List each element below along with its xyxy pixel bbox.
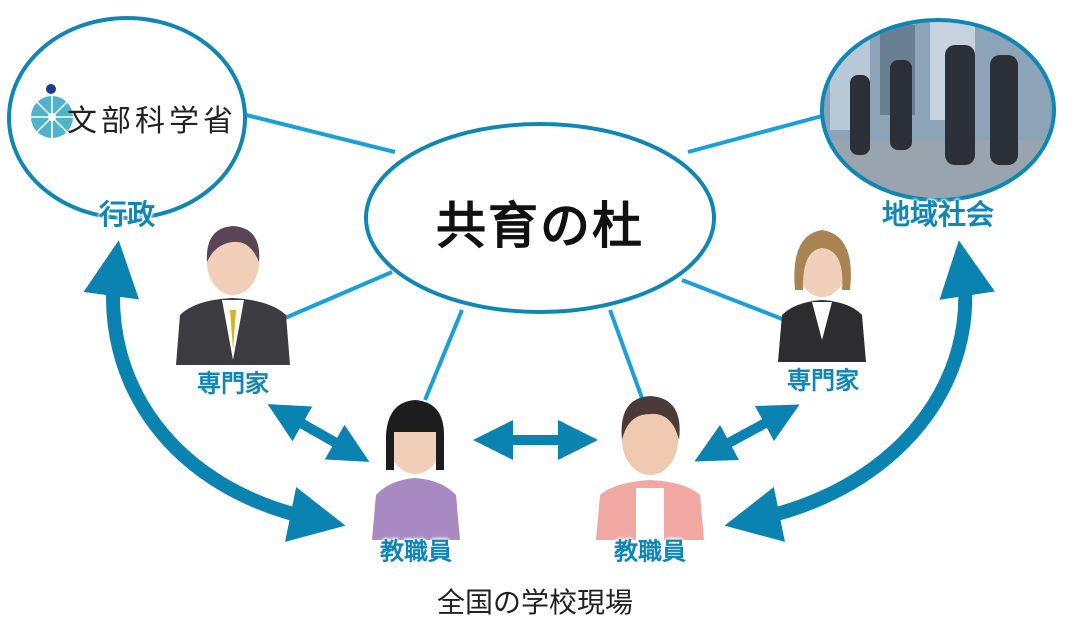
community-label: 地域社会: [881, 198, 995, 231]
government-circle: [7, 16, 247, 220]
expert-left-figure: [176, 226, 290, 365]
kyoiku-no-mori-logo: 共育の杜: [436, 197, 644, 255]
government-label: 行政: [98, 198, 156, 231]
city-street-photo: [822, 20, 1054, 200]
teacher-right-figure: [596, 396, 704, 540]
teacher-right-label: 教職員: [614, 537, 686, 566]
government-teacher-arrow: [83, 240, 346, 542]
teacher-left-figure: [372, 400, 460, 540]
mext-logo-icon: [31, 84, 73, 138]
community-teacher-arrow: [724, 240, 995, 542]
double-arrows: [267, 404, 800, 462]
mext-logo-text: 文部科学省: [67, 104, 237, 139]
expert-left-label: 専門家: [197, 369, 269, 398]
expert-right-label: 専門家: [787, 366, 859, 395]
footer-caption: 全国の学校現場: [436, 586, 634, 619]
center-circle: [364, 122, 716, 314]
teacher-left-label: 教職員: [380, 537, 452, 566]
expert-right-figure: [778, 230, 866, 362]
